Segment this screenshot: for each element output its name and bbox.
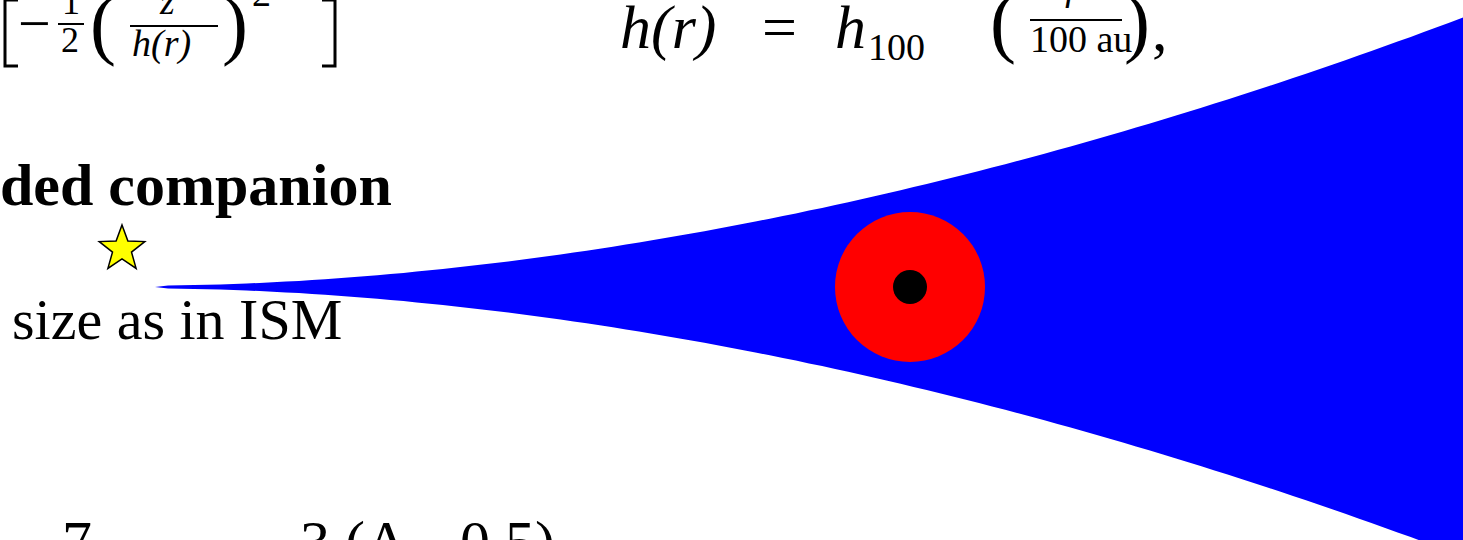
bracket-right bbox=[322, 0, 335, 66]
cut-text: 0.5) bbox=[460, 512, 555, 540]
equals-sign: = bbox=[762, 0, 797, 58]
parenthesis: ( bbox=[90, 0, 116, 63]
parenthesis: ) bbox=[1124, 0, 1150, 61]
note-text: size as in ISM bbox=[12, 291, 342, 349]
fraction-numerator: r bbox=[1064, 0, 1079, 14]
cut-text: 3 (A bbox=[300, 512, 408, 540]
fraction-numerator: z bbox=[160, 0, 175, 20]
heading-text: ded companion bbox=[0, 155, 392, 215]
bracket-left bbox=[5, 0, 18, 66]
fraction-numerator: 1 bbox=[62, 0, 80, 20]
formula-term: h bbox=[835, 0, 866, 58]
formula-term: h(r) bbox=[620, 0, 716, 58]
companion-dot bbox=[893, 270, 927, 304]
disk-shape bbox=[155, 18, 1463, 540]
dust-halo bbox=[835, 212, 985, 362]
parenthesis: ) bbox=[222, 0, 248, 63]
fraction-denominator: h(r) bbox=[132, 24, 191, 62]
minus-sign: − bbox=[18, 0, 51, 53]
star-symbol bbox=[99, 225, 145, 268]
cut-text: 7 bbox=[62, 512, 92, 540]
exponent: 2 bbox=[252, 0, 271, 12]
fraction-denominator: 100 au bbox=[1030, 20, 1132, 58]
parenthesis: ( bbox=[990, 0, 1016, 61]
comma: , bbox=[1152, 0, 1168, 60]
subscript: 100 bbox=[868, 28, 925, 66]
fraction-denominator: 2 bbox=[61, 22, 79, 58]
